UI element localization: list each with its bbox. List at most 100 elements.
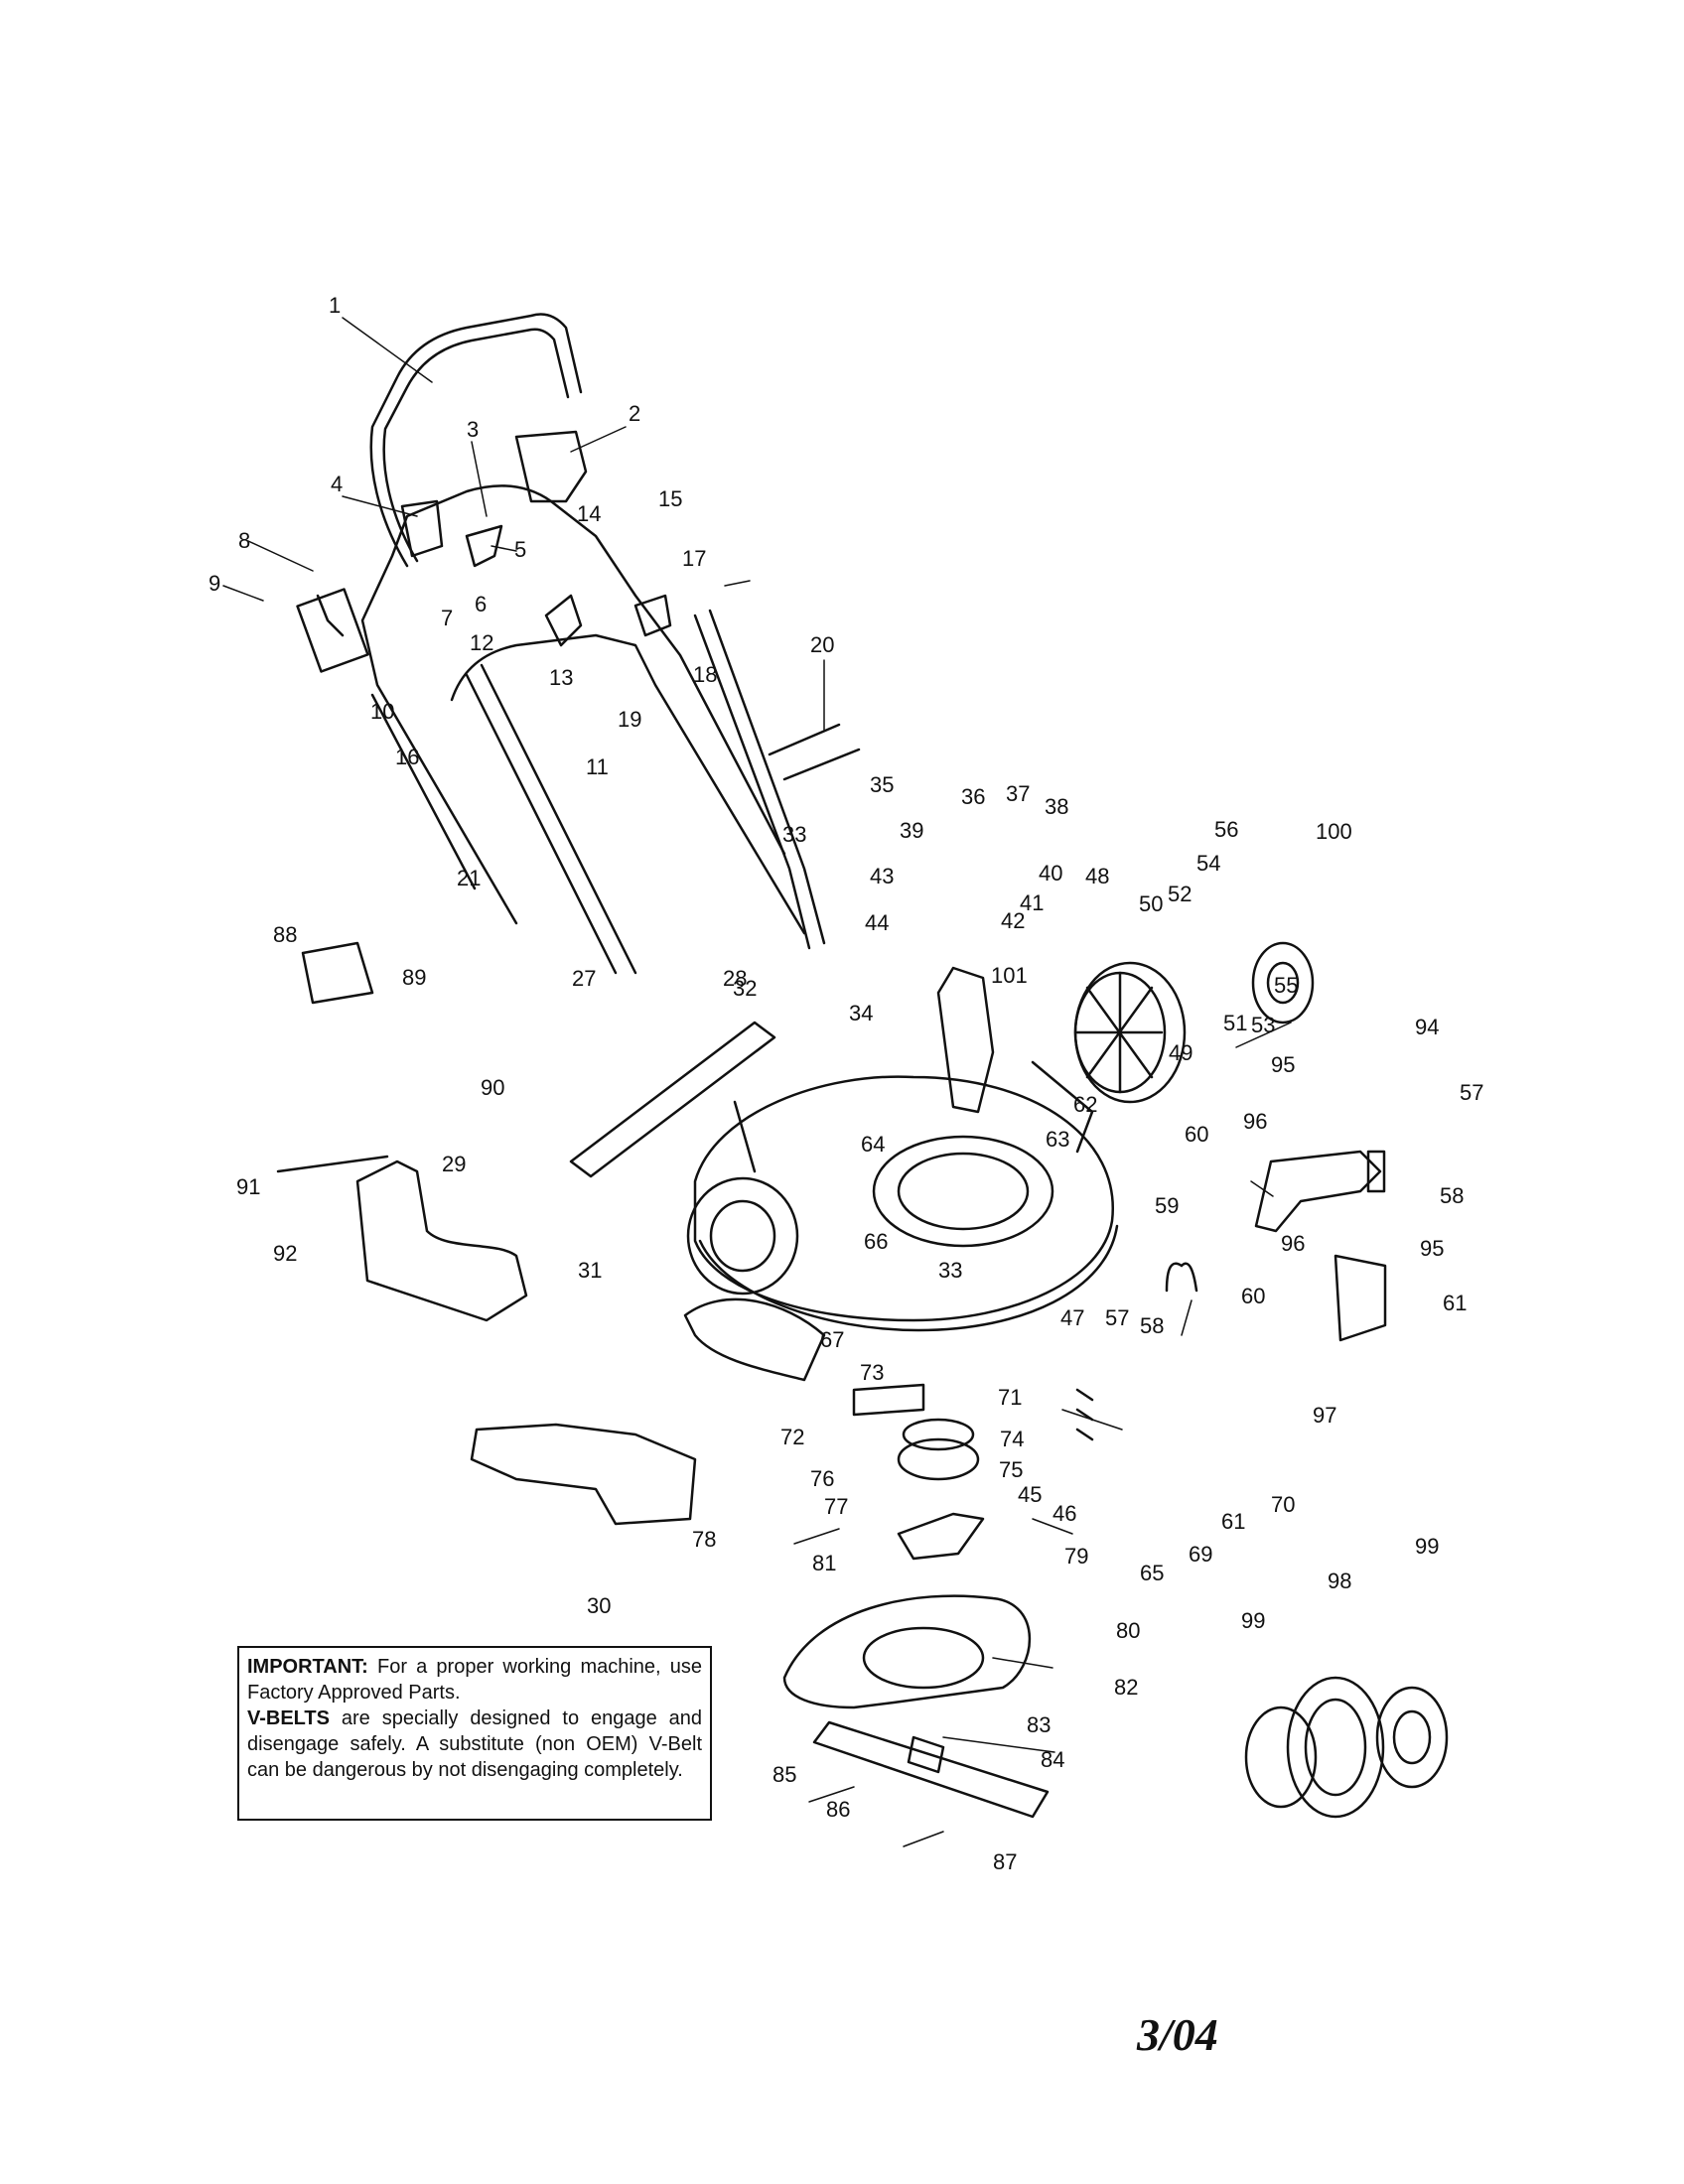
rear-baffle xyxy=(569,1021,776,1178)
callout-51: 51 xyxy=(1223,1011,1247,1035)
callout-97: 97 xyxy=(1313,1403,1336,1428)
belt-cover xyxy=(683,1297,826,1382)
callout-38: 38 xyxy=(1045,794,1068,819)
height-bracket xyxy=(936,966,995,1114)
callout-12: 12 xyxy=(470,630,493,655)
callout-29: 29 xyxy=(442,1152,466,1176)
callout-85: 85 xyxy=(772,1762,796,1787)
vbelts-label: V-BELTS xyxy=(247,1707,330,1729)
callout-58b: 58 xyxy=(1140,1313,1164,1338)
callout-67: 67 xyxy=(820,1327,844,1352)
callout-47: 47 xyxy=(1060,1305,1084,1330)
important-text: For a proper working machine, use Factor… xyxy=(247,1656,702,1704)
callout-78: 78 xyxy=(692,1527,716,1552)
date-code: 3/04 xyxy=(1137,2009,1218,2060)
wheel-cap-left xyxy=(1244,1706,1318,1809)
callout-58a: 58 xyxy=(1440,1183,1464,1208)
callout-46: 46 xyxy=(1052,1501,1076,1526)
callout-95b: 95 xyxy=(1420,1236,1444,1261)
callout-96b: 96 xyxy=(1281,1231,1305,1256)
front-wheel xyxy=(1286,1676,1385,1819)
callout-35: 35 xyxy=(870,772,894,797)
callout-60a: 60 xyxy=(1185,1122,1208,1147)
callout-17: 17 xyxy=(682,546,706,571)
callout-5: 5 xyxy=(514,537,526,562)
callout-87: 87 xyxy=(993,1849,1017,1874)
callout-59: 59 xyxy=(1155,1193,1179,1218)
wheel-cap-right xyxy=(1375,1686,1449,1789)
discharge-chute xyxy=(470,1423,697,1526)
axle-arm xyxy=(1254,1150,1382,1233)
callout-62: 62 xyxy=(1073,1092,1097,1117)
callout-48: 48 xyxy=(1085,864,1109,888)
blade-baffle xyxy=(782,1594,1032,1709)
callout-66: 66 xyxy=(864,1229,888,1254)
callout-70: 70 xyxy=(1271,1492,1295,1517)
grass-bag xyxy=(355,1160,528,1322)
callout-43: 43 xyxy=(870,864,894,888)
callout-45: 45 xyxy=(1018,1482,1042,1507)
callout-83: 83 xyxy=(1027,1712,1051,1737)
callout-7: 7 xyxy=(441,606,453,630)
callout-53: 53 xyxy=(1251,1013,1275,1037)
callout-69: 69 xyxy=(1189,1542,1212,1567)
callout-73: 73 xyxy=(860,1360,884,1385)
callout-65: 65 xyxy=(1140,1561,1164,1585)
callout-21: 21 xyxy=(457,866,481,890)
callout-41: 41 xyxy=(1020,890,1044,915)
important-notice: IMPORTANT: For a proper working machine,… xyxy=(237,1646,712,1821)
callout-88: 88 xyxy=(273,922,297,947)
callout-16: 16 xyxy=(395,745,419,769)
callout-80: 80 xyxy=(1116,1618,1140,1643)
upper-handle xyxy=(369,313,583,568)
callout-63: 63 xyxy=(1046,1127,1069,1152)
bag-frame xyxy=(301,941,374,1005)
callout-74: 74 xyxy=(1000,1427,1024,1451)
callout-11: 11 xyxy=(586,754,609,779)
callout-96a: 96 xyxy=(1243,1109,1267,1134)
callout-76: 76 xyxy=(810,1466,834,1491)
callout-54: 54 xyxy=(1196,851,1220,876)
callout-9: 9 xyxy=(209,571,220,596)
callout-20: 20 xyxy=(810,632,834,657)
callout-2: 2 xyxy=(629,401,640,426)
callout-4: 4 xyxy=(331,472,343,496)
callout-3: 3 xyxy=(467,417,479,442)
callout-72: 72 xyxy=(780,1425,804,1449)
callout-94: 94 xyxy=(1415,1015,1439,1039)
callout-100: 100 xyxy=(1316,819,1352,844)
callout-57a: 57 xyxy=(1460,1080,1483,1105)
callout-42: 42 xyxy=(1001,908,1025,933)
callout-33a: 33 xyxy=(782,822,806,847)
callout-56: 56 xyxy=(1214,817,1238,842)
callout-79: 79 xyxy=(1064,1544,1088,1569)
callout-32: 32 xyxy=(733,976,757,1001)
mower-deck xyxy=(693,1075,1115,1322)
important-label: IMPORTANT: xyxy=(247,1656,368,1678)
callout-90: 90 xyxy=(481,1075,504,1100)
handle-frame xyxy=(360,484,786,925)
callout-27: 27 xyxy=(572,966,596,991)
callout-10: 10 xyxy=(370,699,394,724)
callout-81: 81 xyxy=(812,1551,836,1575)
callout-57b: 57 xyxy=(1105,1305,1129,1330)
callout-28: 28 xyxy=(723,966,747,991)
callout-64: 64 xyxy=(861,1132,885,1157)
callout-60b: 60 xyxy=(1241,1284,1265,1308)
mount-plate xyxy=(897,1512,985,1561)
callout-91: 91 xyxy=(236,1174,260,1199)
callout-92: 92 xyxy=(273,1241,297,1266)
lower-handle xyxy=(465,609,826,975)
callout-98: 98 xyxy=(1328,1569,1351,1593)
callout-34: 34 xyxy=(849,1001,873,1025)
callout-40: 40 xyxy=(1039,861,1062,886)
callout-15: 15 xyxy=(658,486,682,511)
callout-30: 30 xyxy=(587,1593,611,1618)
callout-101: 101 xyxy=(991,963,1028,988)
callout-89: 89 xyxy=(402,965,426,990)
callout-86: 86 xyxy=(826,1797,850,1822)
blade xyxy=(812,1720,1050,1819)
callout-71: 71 xyxy=(998,1385,1022,1410)
wheel-bracket xyxy=(1333,1254,1387,1342)
